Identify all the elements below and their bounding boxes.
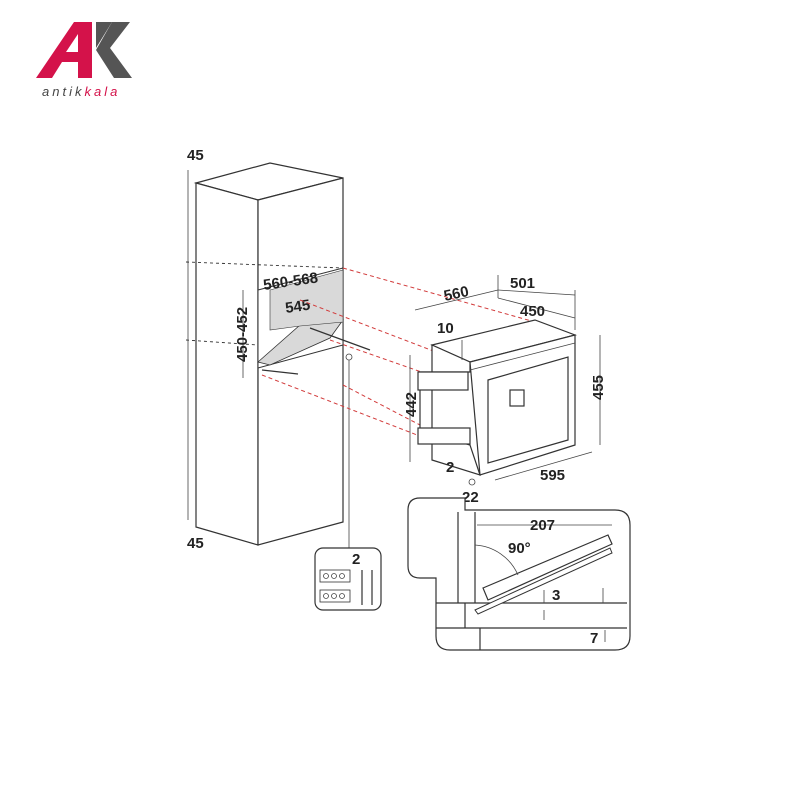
bottom-gap-dim: 2 xyxy=(446,459,454,476)
niche-height-dim: 450-452 xyxy=(234,307,251,362)
front-width-dim: 595 xyxy=(540,467,565,484)
coffee-machine xyxy=(417,319,577,476)
niche-shelf xyxy=(257,319,344,366)
appliance-depth-dim: 560 xyxy=(442,283,470,305)
door-angle-dim: 90° xyxy=(508,540,531,557)
floor-gap-dim: 7 xyxy=(590,630,598,647)
top-gap-dim: 10 xyxy=(437,320,454,337)
rail-detail xyxy=(314,547,382,611)
door-gap-dim: 3 xyxy=(552,587,560,604)
front-overhang-dim: 22 xyxy=(462,489,479,506)
door-length-dim: 207 xyxy=(530,517,555,534)
alignment-guides xyxy=(261,267,536,441)
cabinet-bottom-dim: 45 xyxy=(187,535,204,552)
appliance-dim-lines xyxy=(409,275,601,481)
niche-depth-dim: 545 xyxy=(284,297,311,317)
door-detail xyxy=(407,497,631,651)
svg-text:antikkala: antikkala xyxy=(42,84,120,99)
appliance-total-depth-dim: 501 xyxy=(510,275,535,292)
body-height-dim: 442 xyxy=(403,392,420,417)
rail-gap-dim: 2 xyxy=(352,551,360,568)
cabinet xyxy=(185,162,371,555)
cabinet-top-dim: 45 xyxy=(187,147,204,164)
appliance-body-depth-dim: 450 xyxy=(520,303,545,320)
front-height-dim: 455 xyxy=(590,375,607,400)
antikkala-logo: antikkala xyxy=(36,22,132,99)
niche-back xyxy=(269,269,344,331)
